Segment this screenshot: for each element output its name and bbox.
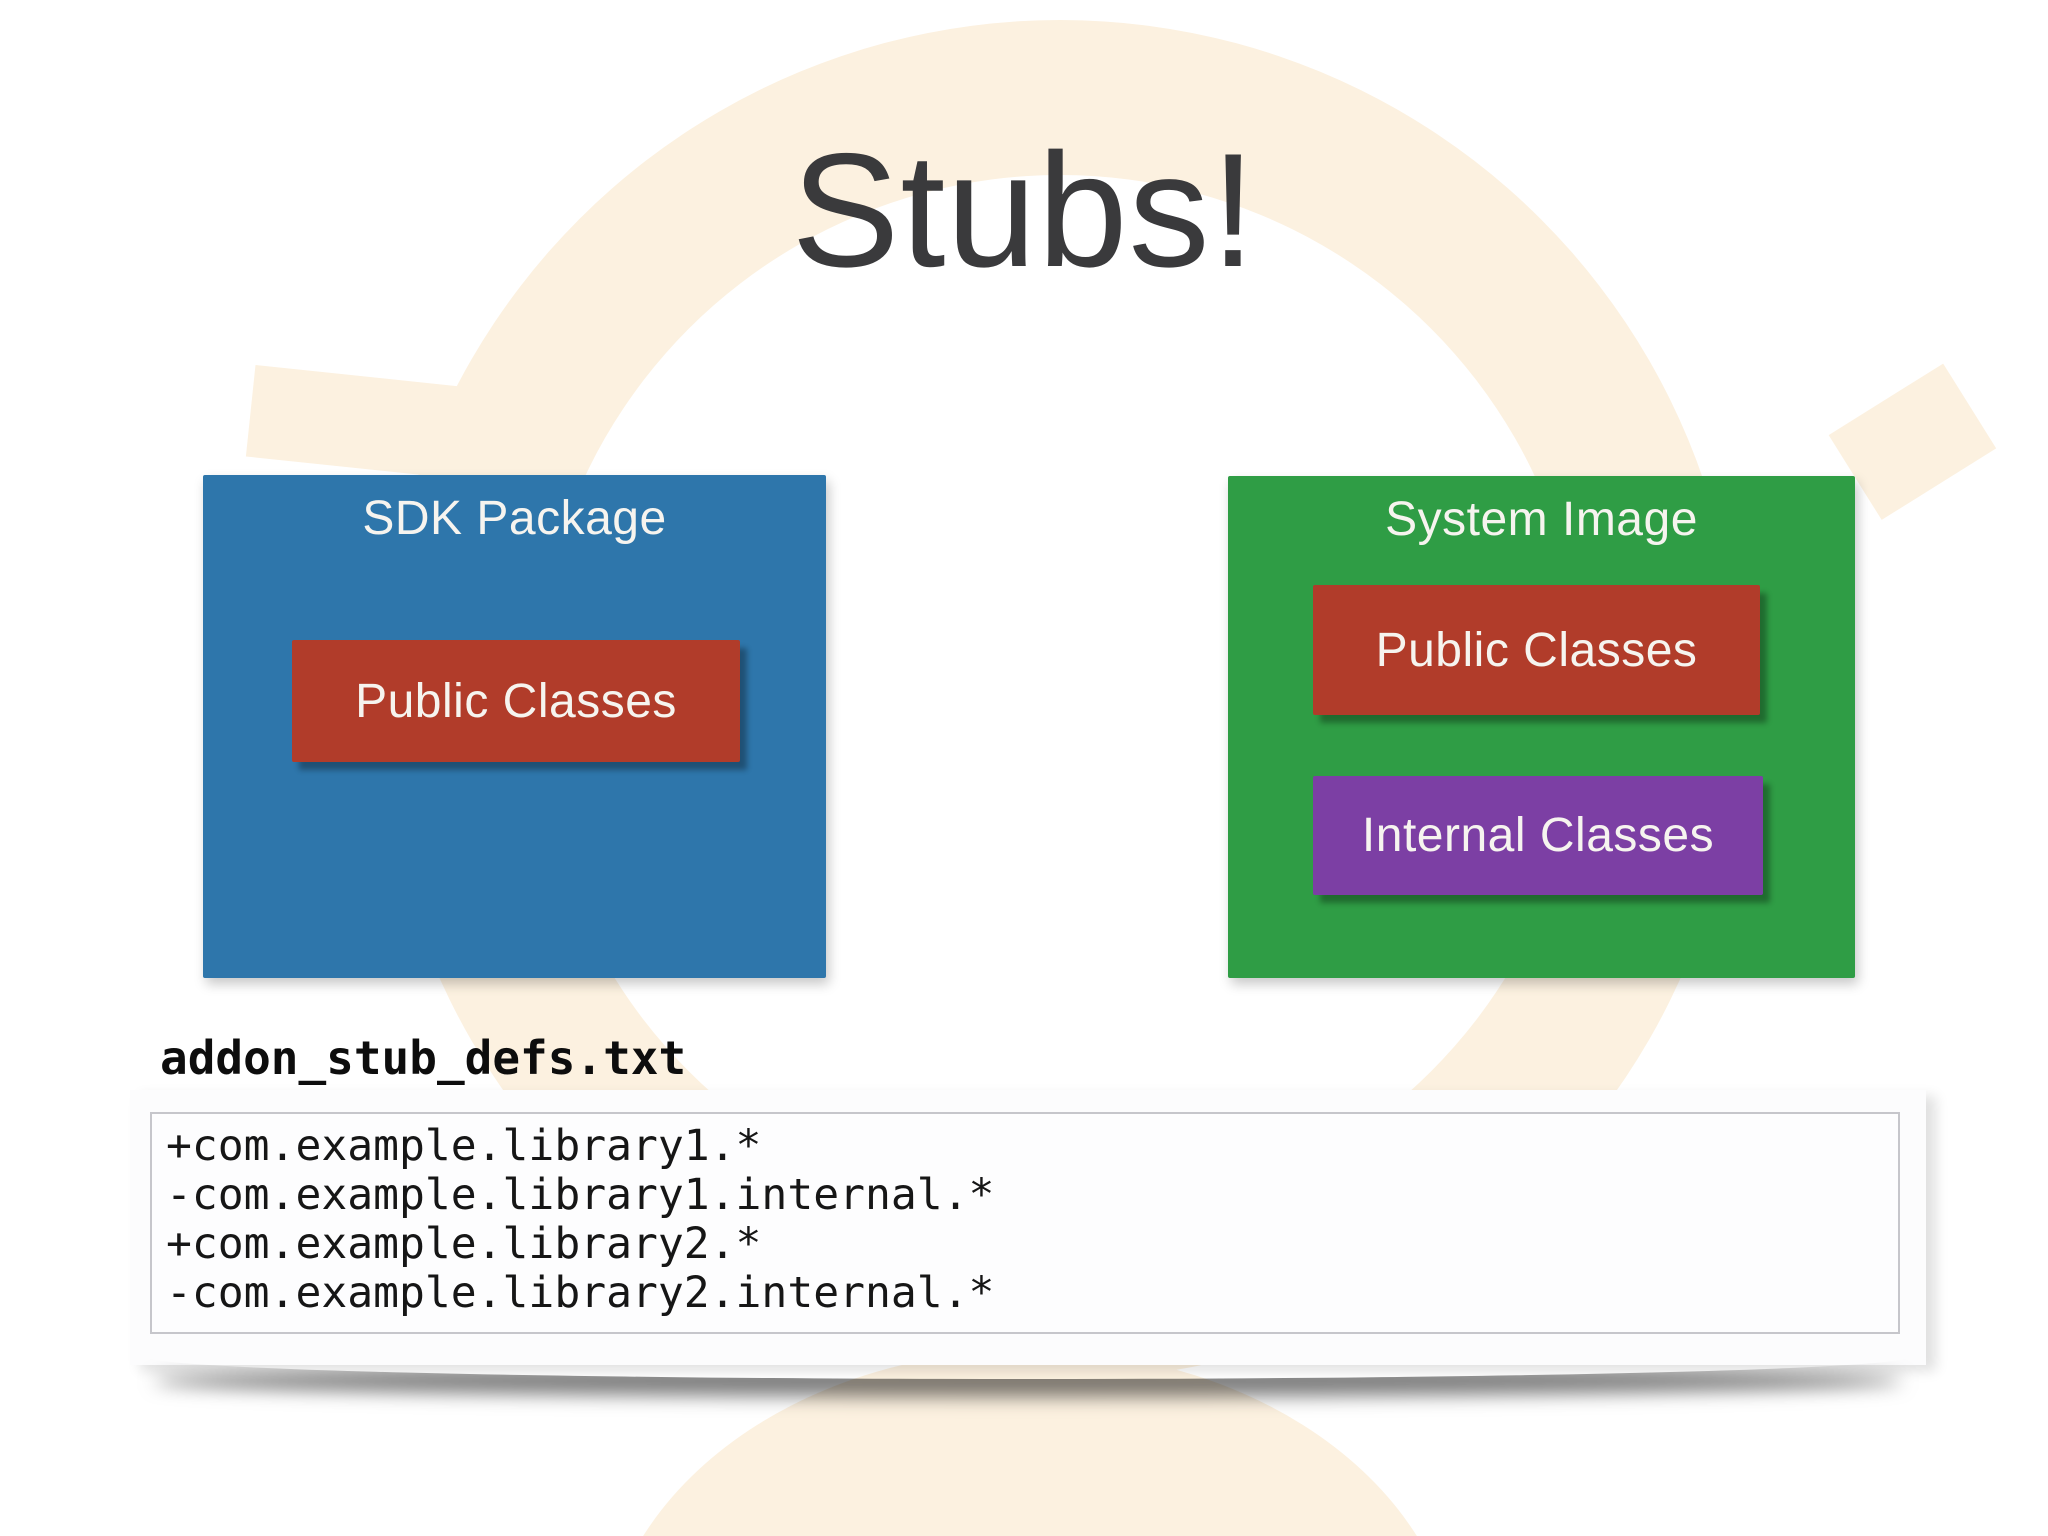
watermark-bottom-blob bbox=[643, 1350, 1417, 1536]
code-line: +com.example.library2.* bbox=[166, 1219, 762, 1269]
code-card-curved-shadow bbox=[148, 1335, 1908, 1379]
code-block: +com.example.library1.* -com.example.lib… bbox=[150, 1112, 1900, 1334]
code-line: +com.example.library1.* bbox=[166, 1121, 762, 1171]
sdk-public-classes-label: Public Classes bbox=[355, 674, 677, 728]
sdk-package-box: SDK Package Public Classes bbox=[203, 475, 826, 978]
system-image-box: System Image Public Classes Internal Cla… bbox=[1228, 476, 1855, 978]
system-internal-classes-box: Internal Classes bbox=[1313, 776, 1763, 895]
watermark-topleft-bar bbox=[245, 364, 510, 484]
system-public-classes-label: Public Classes bbox=[1375, 623, 1698, 677]
code-line: -com.example.library2.internal.* bbox=[166, 1268, 995, 1318]
system-internal-classes-label: Internal Classes bbox=[1361, 809, 1715, 862]
code-filename: addon_stub_defs.txt bbox=[160, 1031, 687, 1085]
code-card: +com.example.library1.* -com.example.lib… bbox=[130, 1090, 1926, 1365]
code-line: -com.example.library1.internal.* bbox=[166, 1170, 995, 1220]
system-public-classes-box: Public Classes bbox=[1313, 585, 1760, 715]
sdk-public-classes-box: Public Classes bbox=[292, 640, 740, 762]
system-image-label: System Image bbox=[1385, 493, 1698, 546]
slide-title: Stubs! bbox=[791, 120, 1257, 301]
sdk-package-label: SDK Package bbox=[362, 492, 667, 545]
watermark-topright-patch bbox=[1828, 363, 1997, 520]
